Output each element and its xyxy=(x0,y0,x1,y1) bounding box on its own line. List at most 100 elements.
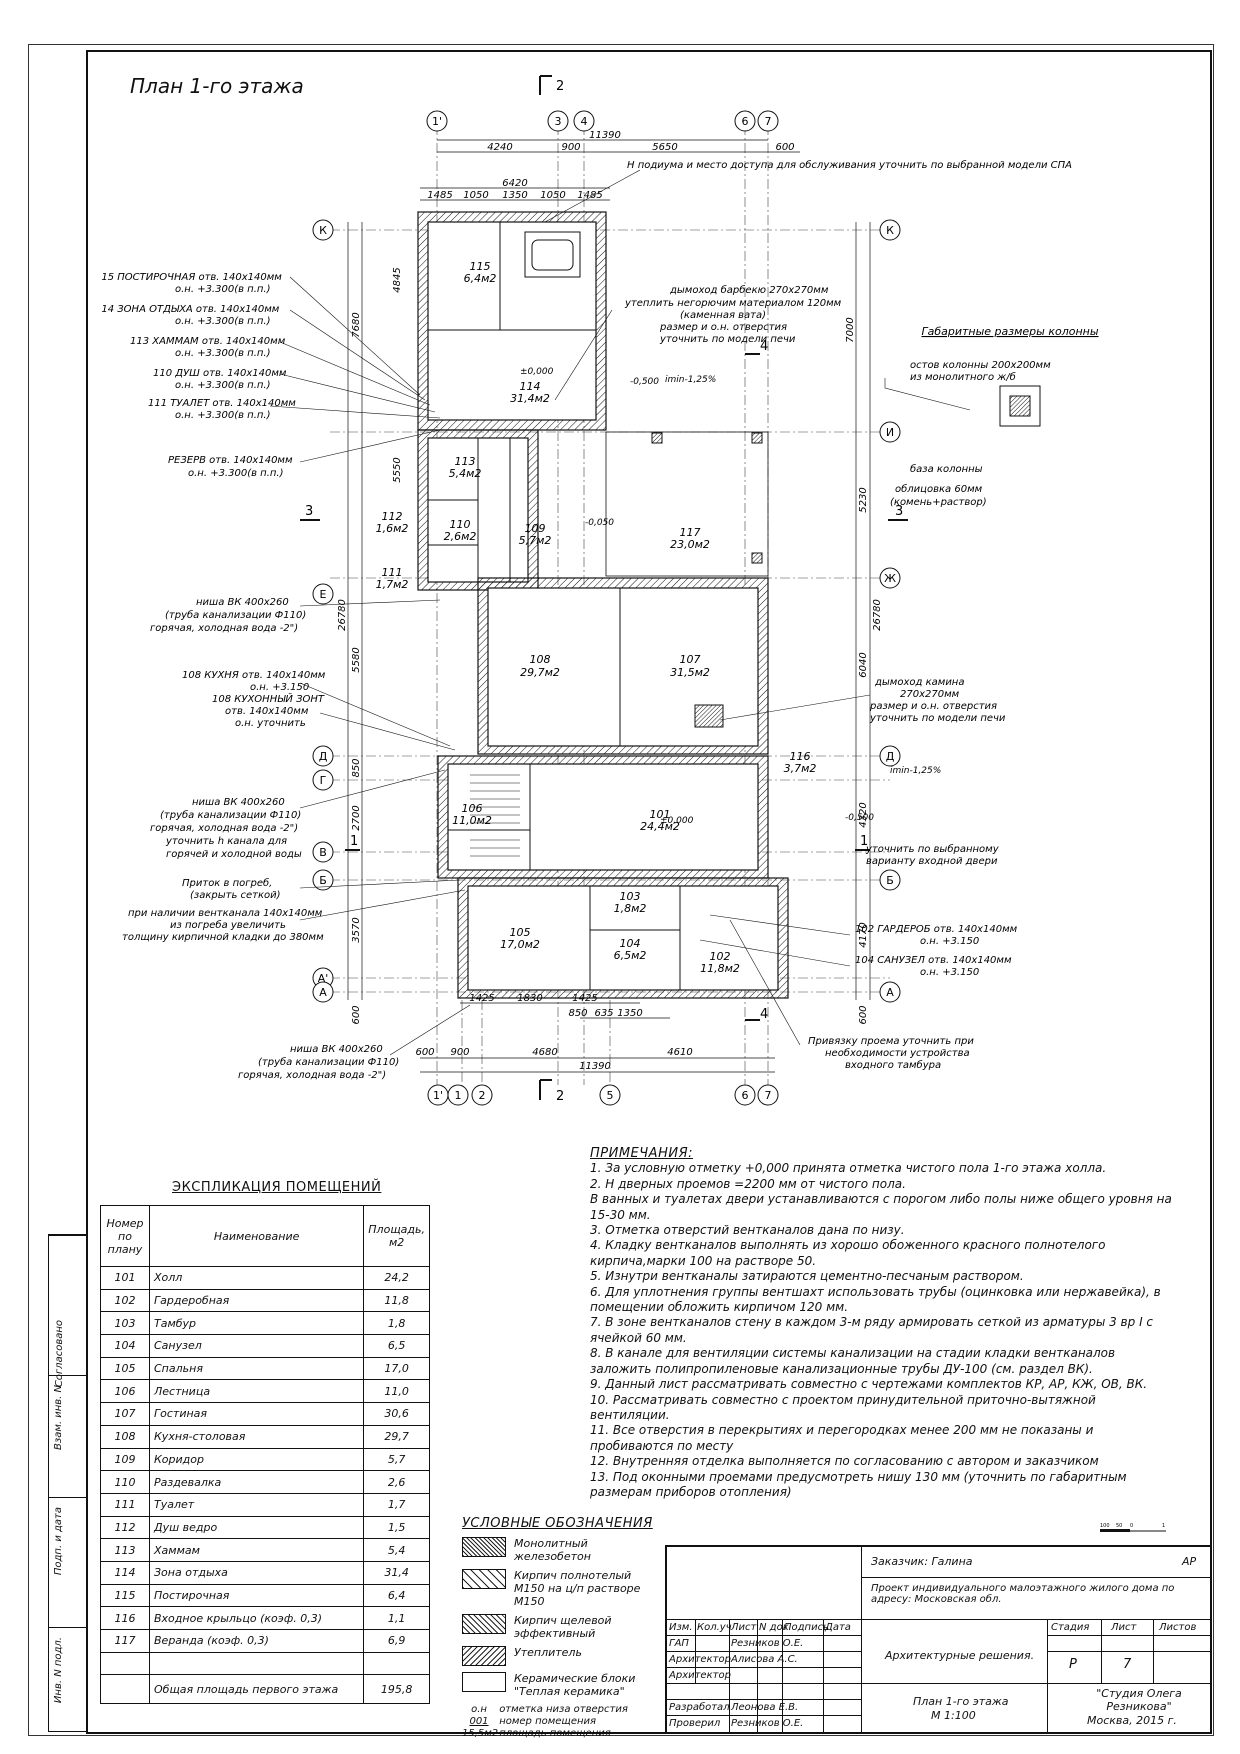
note-item: В ванных и туалетах двери устанавливаютс… xyxy=(590,1192,1172,1222)
legend-mark: о.н отметка низа отверстия xyxy=(462,1704,662,1716)
callout-niche-2: уточнить h канала для xyxy=(165,836,287,847)
scale-bar: 100 50 0 1 xyxy=(1100,1523,1166,1532)
stage-value: Р xyxy=(1069,1657,1077,1672)
room-number: 109 xyxy=(525,522,546,535)
person: Резников О.Е. xyxy=(731,1638,804,1649)
callout-elev: о.н. +3.150 xyxy=(920,936,979,947)
callout-door: уточнить по выбранному xyxy=(865,843,1000,855)
role: Архитектор xyxy=(669,1654,731,1665)
section-label: 3 xyxy=(895,504,903,519)
axis-bubbles-bottom xyxy=(427,1084,779,1106)
axis-label-side: Б xyxy=(886,874,894,887)
callout-fireplace: размер и о.н. отверстия xyxy=(869,701,997,712)
room-number: 107 xyxy=(680,653,701,666)
note-item: 5. Изнутри вентканалы затираются цементн… xyxy=(590,1269,1024,1284)
room-number: 101 xyxy=(650,808,671,821)
axis-label-bottom: 1 xyxy=(455,1089,462,1102)
axis-label-side: И xyxy=(886,426,894,439)
legend-item: Кирпич щелевой эффективный xyxy=(462,1614,662,1640)
callout-elev: о.н. +3.300(в п.п.) xyxy=(175,380,271,391)
callout-niche-1: горячая, холодная вода -2") xyxy=(150,623,298,634)
legend-room: 001 номер помещения xyxy=(462,1716,662,1728)
callout-bbq-note: (каменная вата) xyxy=(680,310,766,321)
callout-cellar-vent: толщину кирпичной кладки до 380мм xyxy=(122,932,324,943)
dim-top: 5650 xyxy=(652,142,677,153)
inner-frame xyxy=(86,50,1212,1734)
mark-text: отметка низа отверстия xyxy=(499,1704,628,1715)
person: Леонова Е.В. xyxy=(731,1702,799,1713)
legend-label: Утеплитель xyxy=(514,1646,582,1659)
leader-lines xyxy=(269,169,971,1056)
stairs xyxy=(470,774,520,857)
callout-elev: о.н. +3.150 xyxy=(920,967,979,978)
room-area-cell: 1,8 xyxy=(363,1311,430,1336)
callout-fireplace: 270х270мм xyxy=(900,689,960,700)
column-core-material: из монолитного ж/б xyxy=(910,371,1016,383)
room-number-cell: 106 xyxy=(100,1379,150,1404)
room-number-cell: 117 xyxy=(100,1629,150,1653)
dim-bottom: 600 xyxy=(415,1047,434,1058)
fireplace-icon xyxy=(694,704,724,728)
brick-swatch xyxy=(462,1569,506,1589)
outer-frame xyxy=(28,44,1214,1736)
col-head: Лист xyxy=(731,1622,757,1633)
dim-top: 1050 xyxy=(540,190,565,201)
legend-label: Монолитный железобетон xyxy=(514,1537,591,1563)
note-item: 2. Н дверных проемов =2200 мм от чистого… xyxy=(590,1176,906,1191)
room-area-cell: 11,8 xyxy=(363,1288,430,1313)
room-labels: 115 6,4м2 114 31,4м2 113 5,4м2 112 1,6м2… xyxy=(376,260,817,975)
dim-top: 1485 xyxy=(427,190,452,201)
room-name-cell: Кухня-столовая xyxy=(148,1424,365,1449)
room-name-cell: Хаммам xyxy=(148,1538,365,1562)
axis-label-side: К xyxy=(886,224,894,237)
floor-plan: 1' 3 4 6 7 1' 1 2 5 6 7 xyxy=(100,75,1099,1106)
room-area-cell: 2,6 xyxy=(363,1470,430,1494)
side-label-sign: Подп. и дата xyxy=(53,1507,64,1576)
note-item: 1. За условную отметку +0,000 принята от… xyxy=(590,1161,1107,1176)
dim-left-total: 26780 xyxy=(337,599,348,631)
elevation-mark: ±0,000 xyxy=(520,367,554,377)
room-name-cell: Санузел xyxy=(148,1334,365,1358)
section-label: 3 xyxy=(305,504,313,519)
axis-label-side: Д xyxy=(886,750,895,763)
room-name-cell: Гардеробная xyxy=(148,1288,365,1313)
dim-bottom: 1350 xyxy=(617,1008,642,1019)
axis-label-top: 1' xyxy=(432,115,442,128)
table-row-empty xyxy=(100,1651,430,1676)
callout-podium: Н подиума и место доступа для обслуживан… xyxy=(627,159,1072,171)
room-number-cell: 113 xyxy=(100,1538,150,1562)
axis-label-side: Д xyxy=(319,750,328,763)
dim-top: 6420 xyxy=(502,178,527,189)
dimension-lines-top xyxy=(420,139,800,201)
room-area-cell: 17,0 xyxy=(363,1356,430,1381)
insulation-swatch xyxy=(462,1646,506,1666)
room-area: 6,4м2 xyxy=(464,272,497,285)
room-name-cell: Входное крыльцо (коэф. 0,3) xyxy=(148,1606,365,1630)
ceramic-swatch xyxy=(462,1672,506,1692)
axis-label-bottom: 1' xyxy=(433,1089,443,1102)
callout-hood: 108 КУХОННЫЙ ЗОНТ xyxy=(212,692,325,705)
column-title: Габаритные размеры колонны xyxy=(921,325,1098,338)
room-area-cell: 6,4 xyxy=(363,1583,430,1608)
room-name-cell: Зона отдыха xyxy=(148,1560,365,1585)
dim-right-total: 26780 xyxy=(872,599,883,631)
col-header-area: Площадь, м2 xyxy=(363,1205,430,1267)
note-item: 7. В зоне вентканалов стену в каждом 3-м… xyxy=(590,1315,1154,1345)
callout-niche-3: ниша ВК 400х260 xyxy=(290,1044,383,1055)
elevation-mark: -0,500 xyxy=(630,377,659,387)
room-number: 103 xyxy=(620,890,641,903)
room-number: 110 xyxy=(450,518,471,531)
spa-tub xyxy=(524,231,581,278)
callout-niche-2: горячей и холодной воды xyxy=(166,849,302,860)
axis-label-top: 4 xyxy=(581,115,588,128)
callout-vent-102: 102 ГАРДЕРОБ отв. 140х140мм xyxy=(855,924,1018,935)
room-number: 113 xyxy=(455,455,476,468)
callout-elev: о.н. +3.300(в п.п.) xyxy=(175,316,271,327)
dim-left: 2700 xyxy=(351,805,362,830)
